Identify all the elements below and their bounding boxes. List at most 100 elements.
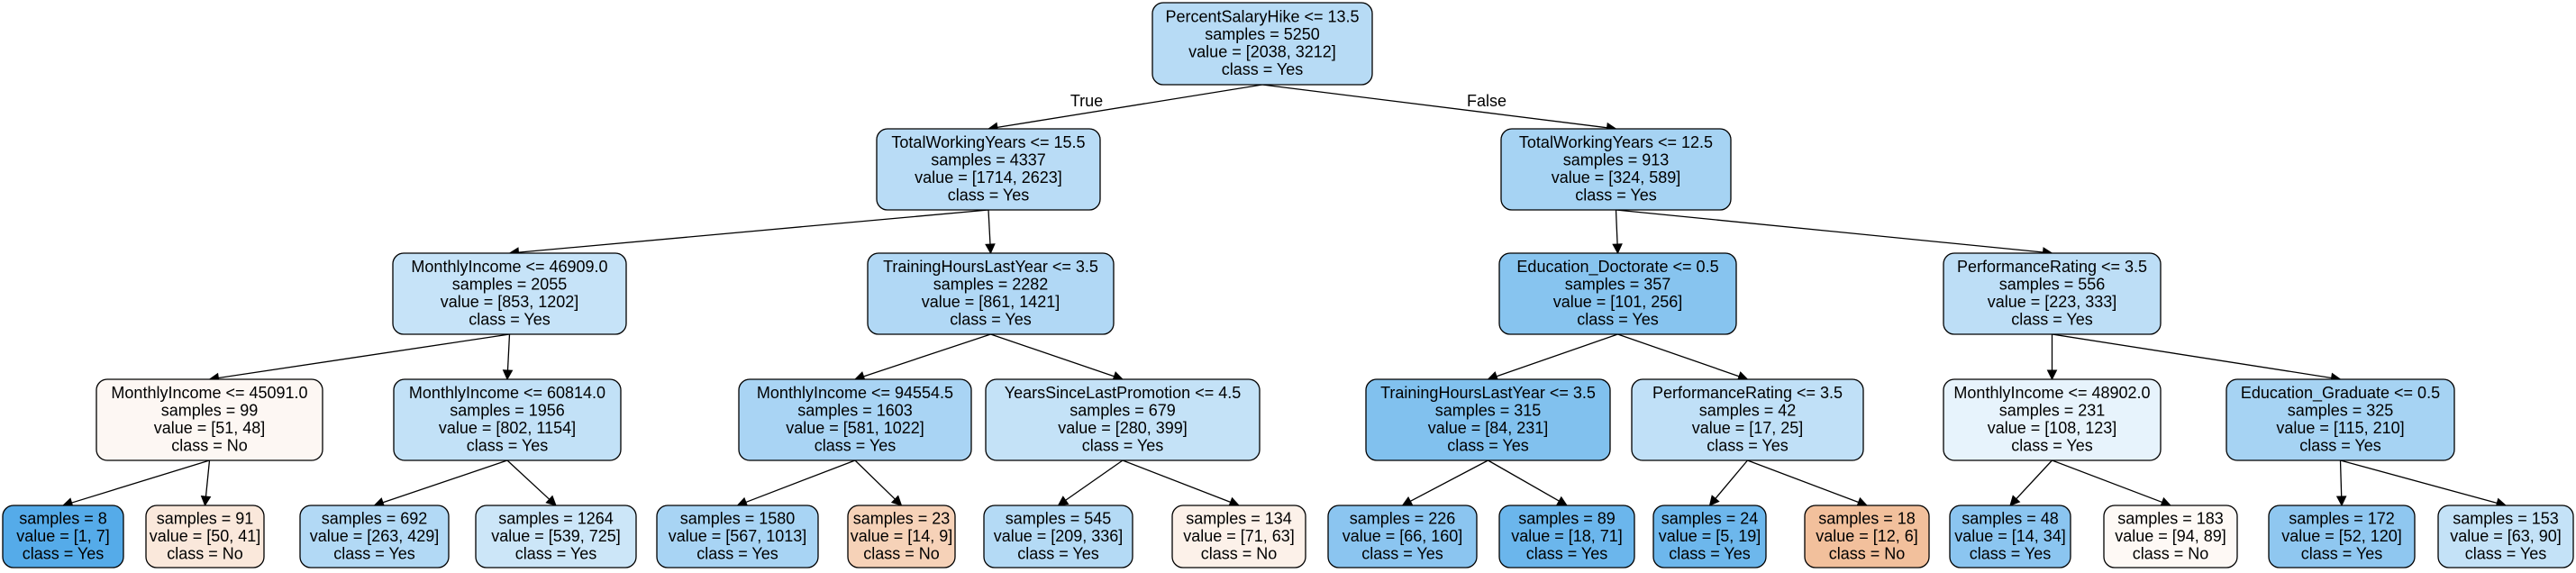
tree-edge xyxy=(1065,459,1124,501)
tree-edge xyxy=(988,209,991,245)
node-text-line: class = Yes xyxy=(948,186,1030,205)
node-text-line: value = [115, 210] xyxy=(2276,419,2404,437)
node-text-line: value = [581, 1022] xyxy=(786,419,924,437)
node-text-line: value = [12, 6] xyxy=(1816,527,1918,545)
node-text-line: TrainingHoursLastYear <= 3.5 xyxy=(1380,384,1596,402)
node-text-line: MonthlyIncome <= 94554.5 xyxy=(757,384,953,402)
tree-edge xyxy=(71,459,210,504)
node-text-line: class = Yes xyxy=(1669,544,1751,562)
tree-edge xyxy=(205,459,211,497)
node-text-line: value = [1714, 2623] xyxy=(915,168,1062,186)
node-text-line: class = No xyxy=(1201,544,1278,562)
node-text-line: value = [539, 725] xyxy=(491,527,621,545)
edge-label-true: True xyxy=(1070,92,1103,110)
node-text-line: samples = 913 xyxy=(1563,151,1670,169)
node-box xyxy=(1804,505,1930,568)
node-box xyxy=(1631,378,1864,461)
node-text-line: value = [66, 160] xyxy=(1343,527,1463,545)
tree-edge xyxy=(1410,459,1488,502)
node-box xyxy=(393,378,622,461)
node-text-line: class = No xyxy=(167,544,243,562)
node-text-line: class = Yes xyxy=(696,544,778,562)
node-box xyxy=(2226,378,2455,461)
node-text-line: samples = 134 xyxy=(1186,509,1292,527)
tree-edge xyxy=(518,209,989,253)
node-text-line: class = Yes xyxy=(23,544,105,562)
node-text-line: value = [14, 34] xyxy=(1954,527,2066,545)
edge-arrowhead xyxy=(2009,495,2021,506)
tree-edge xyxy=(506,333,511,371)
node-text-line: class = Yes xyxy=(1575,186,1657,205)
tree-edge xyxy=(382,459,508,504)
tree-edge xyxy=(2339,459,2343,497)
tree-edge xyxy=(1747,459,1859,504)
node-text-line: class = Yes xyxy=(1361,544,1443,562)
edge-arrowhead xyxy=(1612,243,1623,255)
node-box xyxy=(738,378,972,461)
node-box xyxy=(656,505,819,568)
node-text-line: value = [108, 123] xyxy=(1988,419,2117,437)
node-box xyxy=(1943,378,2162,461)
node-text-line: samples = 23 xyxy=(853,509,951,527)
node-text-line: samples = 2282 xyxy=(933,276,1049,294)
node-box xyxy=(1498,252,1737,335)
tree-edge xyxy=(1488,459,1560,502)
node-text-line: value = [14, 9] xyxy=(851,527,953,545)
node-text-line: PerformanceRating <= 3.5 xyxy=(1652,384,1843,402)
node-box xyxy=(985,378,1261,461)
node-text-line: value = [52, 120] xyxy=(2281,527,2402,545)
node-text-line: class = Yes xyxy=(333,544,415,562)
node-box xyxy=(392,252,627,335)
node-box xyxy=(983,505,1133,568)
node-text-line: samples = 5250 xyxy=(1205,25,1320,43)
node-text-line: MonthlyIncome <= 45091.0 xyxy=(111,384,307,402)
node-text-line: samples = 8 xyxy=(19,509,107,527)
node-box xyxy=(2,505,124,568)
node-text-line: value = [802, 1154] xyxy=(439,419,576,437)
node-box xyxy=(475,505,637,568)
tree-edge xyxy=(218,333,510,379)
tree-edge xyxy=(2052,459,2162,504)
node-box xyxy=(1498,505,1635,568)
node-box xyxy=(145,505,265,568)
node-text-line: samples = 172 xyxy=(2289,509,2395,527)
node-text-line: class = Yes xyxy=(2465,544,2547,562)
node-text-line: value = [324, 589] xyxy=(1552,168,1681,186)
tree-edge xyxy=(2016,459,2053,500)
edge-label-false: False xyxy=(1467,92,1506,110)
node-text-line: samples = 1264 xyxy=(498,509,614,527)
edge-arrowhead xyxy=(502,369,514,381)
node-text-line: class = Yes xyxy=(1017,544,1099,562)
node-text-line: value = [84, 231] xyxy=(1428,419,1549,437)
node-text-line: samples = 357 xyxy=(1565,276,1671,294)
node-text-line: MonthlyIncome <= 60814.0 xyxy=(409,384,605,402)
node-text-line: value = [50, 41] xyxy=(150,527,261,545)
node-text-line: value = [17, 25] xyxy=(1692,419,1804,437)
node-text-line: class = Yes xyxy=(815,437,897,455)
node-text-line: value = [2038, 3212] xyxy=(1188,43,1336,61)
node-box xyxy=(867,252,1115,335)
tree-edge xyxy=(1496,333,1618,377)
node-text-line: TotalWorkingYears <= 15.5 xyxy=(891,133,1085,151)
node-text-line: TrainingHoursLastYear <= 3.5 xyxy=(883,258,1098,276)
node-text-line: samples = 1956 xyxy=(450,402,565,420)
tree-edge xyxy=(1616,209,2044,253)
node-text-line: value = [280, 399] xyxy=(1058,419,1188,437)
edge-arrowhead xyxy=(985,243,996,255)
node-text-line: samples = 18 xyxy=(1818,509,1916,527)
